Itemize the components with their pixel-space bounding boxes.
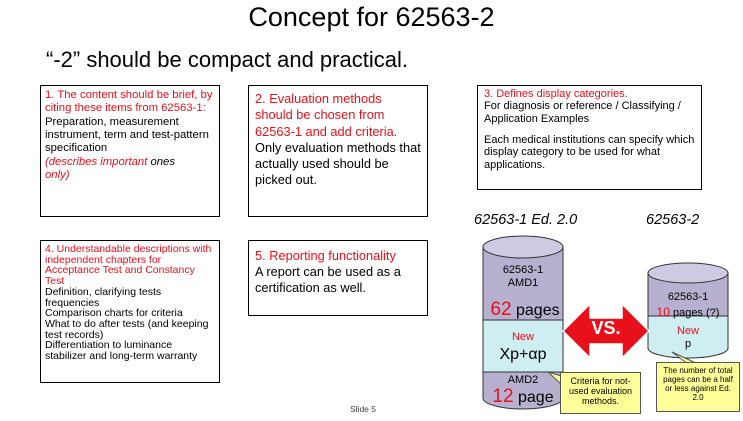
left-new-formula: Xp+αp xyxy=(499,346,547,363)
concept-box-2: 2. Evaluation methods should be chosen f… xyxy=(248,85,428,217)
left-cylinder xyxy=(482,235,564,410)
right-cylinder-name: 62563-1 xyxy=(667,291,709,303)
box1-note-b: ones xyxy=(150,155,175,168)
box2-text: Only evaluation methods that actually us… xyxy=(255,139,421,188)
page-subtitle: “-2” should be compact and practical. xyxy=(46,47,408,72)
right-cylinder xyxy=(647,262,729,359)
box4-item: Comparison charts for criteria xyxy=(45,307,183,320)
box5-heading: 5. Reporting functionality xyxy=(255,248,396,263)
box2-heading: 2. Evaluation methods should be chosen f… xyxy=(255,91,398,139)
callout-total-pages: The number of total pages can be a half … xyxy=(656,362,740,412)
box4-item: Definition, clarifying tests frequencies xyxy=(45,285,162,309)
box1-text: Preparation, measurement instrument, ter… xyxy=(45,115,209,155)
left-new-label: New xyxy=(511,331,534,343)
left-cylinder-top-text: 62563-1 AMD1 xyxy=(483,264,563,290)
box1-heading: 1. The content should be brief, by citin… xyxy=(45,89,213,115)
left-edition-label: 62563-1 Ed. 2.0 xyxy=(474,212,578,228)
page-title: Concept for 62563-2 xyxy=(248,2,495,32)
concept-box-5: 5. Reporting functionality A report can … xyxy=(248,240,428,316)
box4-item: What to do after tests (and keeping test… xyxy=(45,317,209,341)
box4-heading: 4. Understandable descriptions with inde… xyxy=(45,243,212,288)
left-cylinder-sub: AMD1 xyxy=(507,277,539,290)
double-arrow-icon xyxy=(561,302,651,360)
box5-text: A report can be used as a certification … xyxy=(255,263,401,295)
right-cylinder-pages: 10 pages (?) xyxy=(656,305,720,319)
box3-line2: Each medical institutions can specify wh… xyxy=(484,133,695,171)
right-edition-label: 62563-2 xyxy=(646,212,700,228)
box1-note-a: (describes important xyxy=(45,155,151,168)
right-new-value: p xyxy=(684,338,692,350)
left-cylinder-pages: 62 pages xyxy=(490,299,560,320)
slide-number: Slide 5 xyxy=(350,404,376,414)
right-new-label: New xyxy=(676,325,699,337)
left-cylinder-bottom-name: AMD2 xyxy=(507,374,539,386)
box3-line1: For diagnosis or reference / Classifying… xyxy=(484,100,681,125)
callout-criteria: Criteria for not-used evaluation methods… xyxy=(560,372,641,414)
concept-box-4: 4. Understandable descriptions with inde… xyxy=(40,240,220,383)
left-cylinder-bottom-pages: 12 page xyxy=(492,386,554,407)
left-cylinder-name: 62563-1 xyxy=(502,264,544,276)
box3-heading: 3. Defines display categories. xyxy=(484,88,628,100)
concept-box-3: 3. Defines display categories. For diagn… xyxy=(477,85,702,190)
box1-note-c: only) xyxy=(45,168,70,181)
box4-item: Differentiation to luminance stabilizer … xyxy=(45,339,198,363)
concept-box-1: 1. The content should be brief, by citin… xyxy=(40,85,220,217)
vs-label: VS. xyxy=(591,318,621,338)
